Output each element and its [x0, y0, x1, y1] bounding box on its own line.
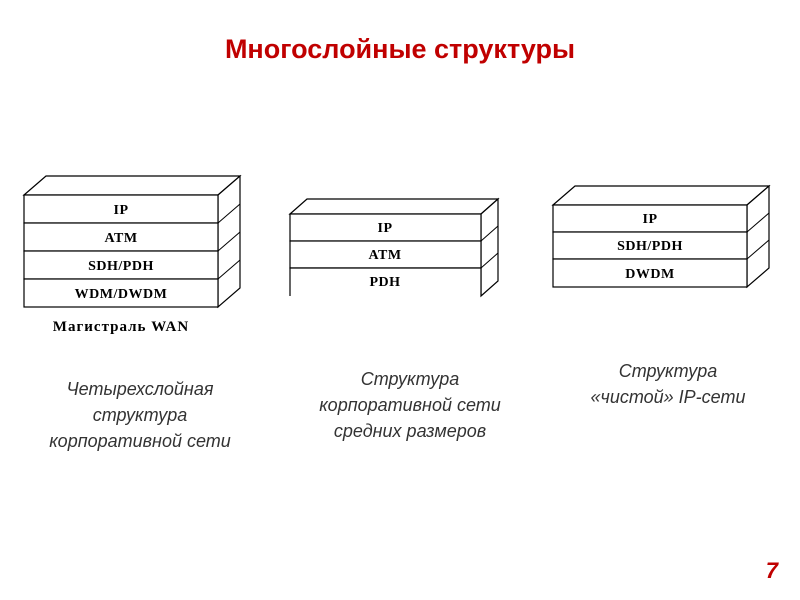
layer-label: SDH/PDH	[617, 239, 683, 254]
side-edge	[480, 252, 499, 269]
stack-caption-four-layer: Четырехслойная структура корпоративной с…	[49, 379, 231, 451]
layer-label: WDM/DWDM	[75, 287, 168, 302]
stack-top-face	[551, 185, 771, 206]
layer-label: DWDM	[625, 267, 674, 282]
stack-top-face	[22, 175, 242, 196]
layer-atm	[23, 222, 219, 252]
layer-dwdm	[552, 258, 748, 288]
stack-caption-label: Магистраль WAN	[53, 319, 189, 335]
slide-title: Многослойные структуры	[224, 34, 576, 64]
stack-side-face	[480, 197, 499, 298]
layer-sdh-pdh	[552, 231, 748, 260]
side-edge	[217, 259, 241, 280]
stack-four-layer: IP ATM SDH/PDH WDM/DWDM Магистраль WAN	[22, 174, 242, 335]
layer-label: PDH	[369, 275, 400, 290]
side-edge	[217, 231, 241, 252]
stack-medium-corporate: IP ATM PDH	[288, 197, 500, 298]
side-edge	[217, 203, 241, 224]
side-edge	[480, 225, 499, 242]
layer-label: IP	[643, 212, 658, 227]
stack-caption-medium-corporate: Структура корпоративной сети средних раз…	[319, 369, 501, 441]
layer-label: ATM	[368, 248, 401, 263]
layer-wdm-dwdm	[23, 278, 219, 308]
layer-label: IP	[114, 203, 129, 218]
layer-label: ATM	[104, 231, 137, 246]
side-edge	[746, 212, 770, 233]
slide-number: 7	[765, 558, 778, 583]
layer-ip	[552, 204, 748, 233]
layer-ip	[289, 213, 482, 242]
layer-pdh	[289, 267, 482, 296]
layer-label: IP	[378, 221, 393, 236]
side-edge	[746, 239, 770, 260]
layer-label: SDH/PDH	[88, 259, 154, 274]
stack-pure-ip: IP SDH/PDH DWDM	[551, 184, 771, 289]
stack-top-face	[288, 198, 500, 215]
stack-caption-pure-ip: Структура «чистой» IP-сети	[590, 361, 746, 407]
